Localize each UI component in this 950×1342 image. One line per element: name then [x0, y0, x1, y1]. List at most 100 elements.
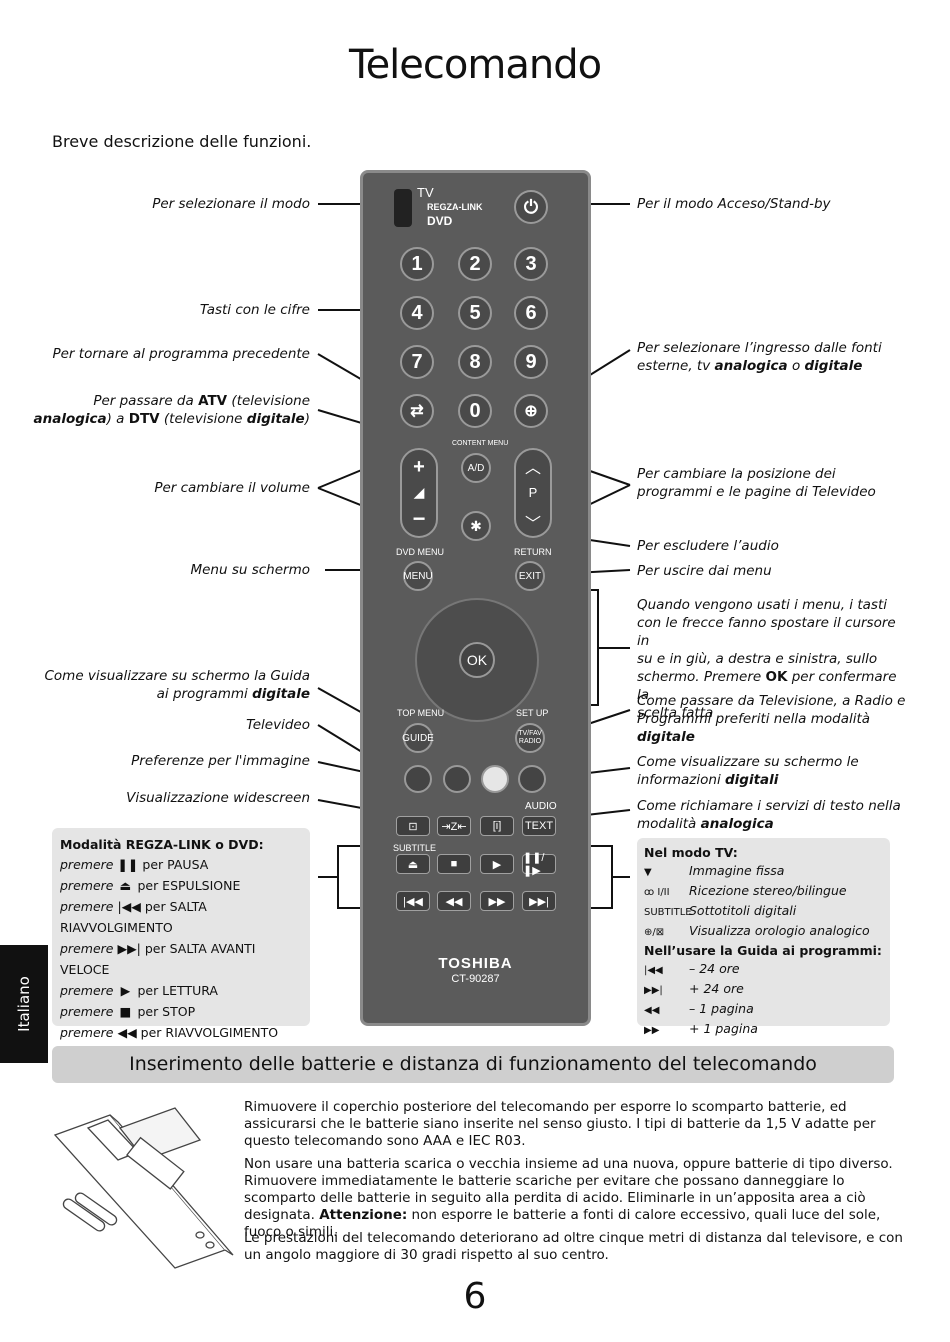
- program-p-label: P: [528, 485, 538, 500]
- return-label: RETURN: [514, 547, 552, 557]
- label-mode: Per selezionare il modo: [152, 196, 310, 212]
- dvd-menu-label: DVD MENU: [396, 547, 445, 557]
- subtitle-label: SUBTITLE: [393, 843, 437, 853]
- digit-8-button[interactable]: 8: [458, 345, 492, 379]
- digit-9-button[interactable]: 9: [514, 345, 548, 379]
- info-button[interactable]: [i]: [480, 816, 514, 836]
- volume-rocker[interactable]: + ◢ −: [400, 448, 438, 538]
- skip-back-button[interactable]: |◀◀: [396, 891, 430, 911]
- paragraph-1: Rimuovere il coperchio posteriore del te…: [244, 1099, 876, 1149]
- program-rocker[interactable]: ︿ P ﹀: [514, 448, 552, 538]
- page-number: 6: [463, 1276, 487, 1317]
- stop-button[interactable]: ■: [437, 854, 471, 874]
- language-tab: Italiano: [0, 945, 48, 1063]
- brand-logo: TOSHIBA: [438, 955, 513, 972]
- label-prev-program: Per tornare al programma precedente: [52, 346, 310, 362]
- volume-down-icon[interactable]: −: [412, 506, 426, 531]
- pause-button[interactable]: ❚❚/❚▶: [522, 852, 556, 877]
- label-widescreen: Visualizzazione widescreen: [126, 790, 310, 806]
- remote-control: TV REGZA-LINK DVD ⏻ 1 2 3 4 5 6 7 8 9 ⇄ …: [360, 170, 591, 1026]
- ok-button[interactable]: OK: [459, 642, 495, 678]
- label-power: Per il modo Acceso/Stand-by: [637, 196, 831, 212]
- tv-row: |◀◀– 24 ore: [644, 961, 740, 976]
- digit-2-button[interactable]: 2: [458, 247, 492, 281]
- label-exit: Per uscire dai menu: [637, 563, 772, 579]
- eject-button[interactable]: ⏏: [396, 854, 430, 874]
- regza-heading: Modalità REGZA-LINK o DVD:: [60, 837, 264, 852]
- regza-mode-box: Modalità REGZA-LINK o DVD: premere ❚❚ pe…: [52, 828, 310, 1061]
- text-button[interactable]: TEXT: [522, 816, 556, 836]
- power-button[interactable]: ⏻: [514, 190, 548, 224]
- play-button[interactable]: ▶: [480, 854, 514, 874]
- digit-7-button[interactable]: 7: [400, 345, 434, 379]
- regza-row: premere ❚❚ per PAUSA: [60, 857, 209, 872]
- digit-5-button[interactable]: 5: [458, 296, 492, 330]
- label-volume: Per cambiare il volume: [154, 480, 310, 496]
- content-menu-label: CONTENT MENU: [452, 440, 509, 447]
- label-digits: Tasti con le cifre: [199, 302, 310, 318]
- digit-6-button[interactable]: 6: [514, 296, 548, 330]
- tv-row: ▶▶+ 1 pagina: [644, 1021, 758, 1036]
- input-button[interactable]: ⊕: [514, 394, 548, 428]
- rewind-button[interactable]: ◀◀: [437, 891, 471, 911]
- zoom-button[interactable]: ⇥Z⇤: [437, 816, 471, 836]
- mode-tv-label: TV: [417, 185, 434, 200]
- guide-button[interactable]: GUIDE: [402, 723, 434, 753]
- color-key-4[interactable]: [518, 765, 546, 793]
- prev-program-button[interactable]: ⇄: [400, 394, 434, 428]
- tv-row: ⊕/⊠Visualizza orologio analogico: [644, 923, 870, 938]
- audio-label: AUDIO: [525, 801, 557, 812]
- label-menu: Menu su schermo: [190, 562, 310, 578]
- color-key-3[interactable]: [481, 765, 509, 793]
- tv-row: ▶▶|+ 24 ore: [644, 981, 744, 996]
- label-picture: Preferenze per l'immagine: [131, 753, 310, 769]
- tvfav-button[interactable]: TV/FAV RADIO: [515, 723, 545, 753]
- program-down-icon[interactable]: ﹀: [524, 516, 541, 533]
- volume-up-icon[interactable]: +: [413, 456, 425, 478]
- program-up-icon[interactable]: ︿: [524, 460, 541, 477]
- top-menu-label: TOP MENU: [397, 708, 445, 718]
- color-key-2[interactable]: [443, 765, 471, 793]
- model-number: CT-90287: [451, 973, 500, 985]
- skip-forward-button[interactable]: ▶▶|: [522, 891, 556, 911]
- dpad[interactable]: OK: [415, 598, 539, 722]
- regza-row: premere ▶▶| per SALTA AVANTI VELOCE: [60, 941, 256, 977]
- mode-switch[interactable]: [394, 189, 412, 227]
- regza-row: premere |◀◀ per SALTA RIAVVOLGIMENTO: [60, 899, 207, 935]
- regza-row: premere ⏏ per ESPULSIONE: [60, 878, 241, 893]
- mode-dvd-label: DVD: [427, 214, 453, 228]
- digit-4-button[interactable]: 4: [400, 296, 434, 330]
- digit-1-button[interactable]: 1: [400, 247, 434, 281]
- regza-row: premere ◀◀ per RIAVVOLGIMENTO: [60, 1025, 279, 1040]
- mode-regza-label: REGZA-LINK: [427, 202, 483, 212]
- digit-3-button[interactable]: 3: [514, 247, 548, 281]
- battery-illustration: [53, 1107, 234, 1269]
- page-title: Telecomando: [348, 42, 602, 88]
- tv-row: ◀◀– 1 pagina: [644, 1001, 754, 1016]
- digit-0-button[interactable]: 0: [458, 394, 492, 428]
- fast-forward-button[interactable]: ▶▶: [480, 891, 514, 911]
- tv-heading: Nel modo TV:: [644, 845, 738, 860]
- tv-row: SUBTITLESottotitoli digitali: [644, 903, 797, 918]
- regza-row: premere ▶ per LETTURA: [60, 983, 218, 998]
- label-teletext: Televideo: [246, 717, 310, 733]
- color-key-1[interactable]: [404, 765, 432, 793]
- exit-button[interactable]: EXIT: [515, 561, 545, 591]
- widescreen-button[interactable]: ⊡: [396, 816, 430, 836]
- guide-heading: Nell’usare la Guida ai programmi:: [644, 943, 882, 958]
- set-up-label: SET UP: [516, 708, 549, 718]
- paragraph-3: Le prestazioni del telecomando deteriora…: [244, 1230, 903, 1263]
- label-mute: Per escludere l’audio: [637, 538, 779, 554]
- mute-button[interactable]: ✱: [461, 511, 491, 541]
- menu-button[interactable]: MENU: [403, 561, 433, 591]
- tv-row: ▼Immagine fissa: [644, 863, 785, 878]
- ad-button[interactable]: A/D: [461, 453, 491, 483]
